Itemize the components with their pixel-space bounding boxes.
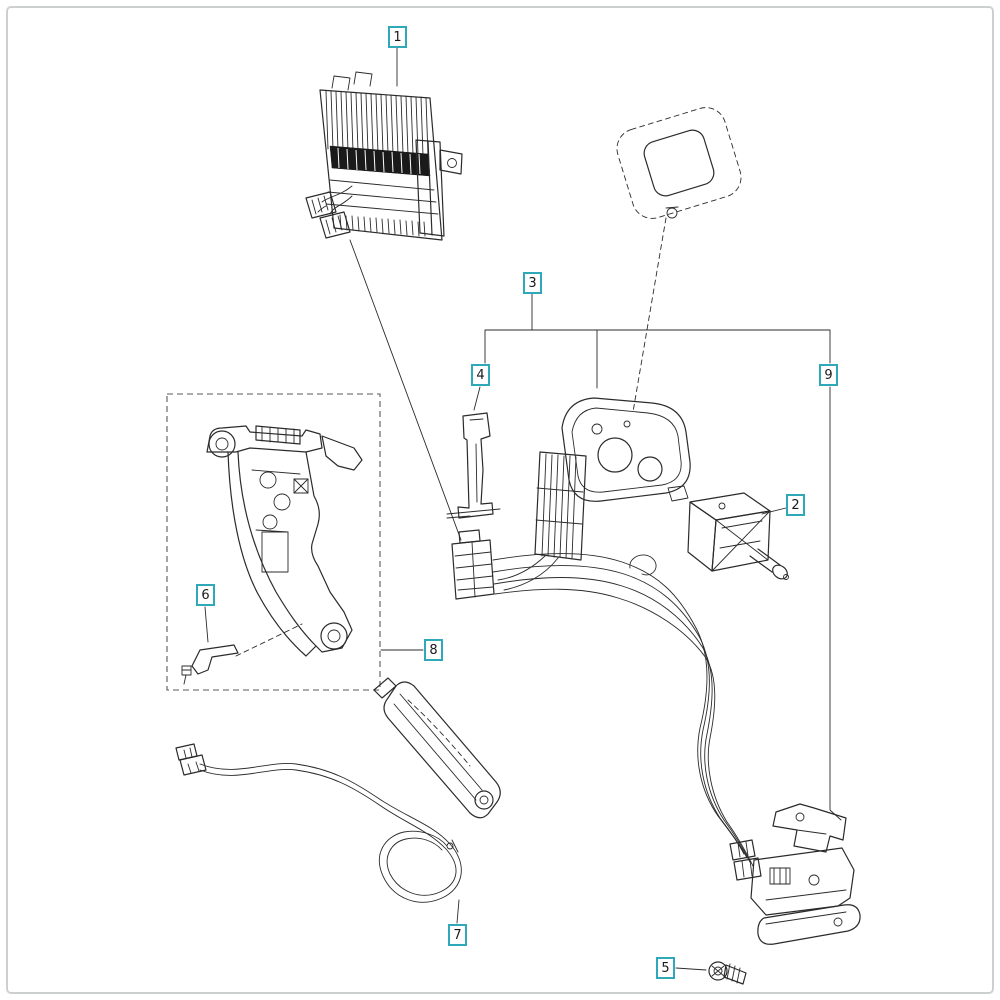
part-callout-9: 9 [819, 364, 838, 386]
part-9-trigger-assembly [729, 803, 861, 945]
part-3-keypad [497, 397, 691, 591]
part-callout-6: 6 [196, 584, 215, 606]
callout-leader-lines [204, 47, 842, 971]
callout-number: 9 [824, 367, 833, 383]
part-1-control-module [305, 71, 463, 241]
part-callout-4: 4 [471, 364, 490, 386]
part-callout-1: 1 [388, 26, 407, 48]
wiring-harness [492, 553, 754, 867]
part-7-wire [175, 743, 462, 903]
callout-number: 5 [661, 960, 670, 976]
part-gasket-membrane [616, 107, 742, 219]
part-callout-3: 3 [523, 272, 542, 294]
callout-number: 6 [201, 587, 210, 603]
part-5-screw [708, 961, 747, 985]
part-4-clip [446, 412, 501, 519]
part-callout-7: 7 [448, 924, 467, 946]
part-callout-2: 2 [786, 494, 805, 516]
connector-row [329, 145, 431, 177]
callout-number: 1 [393, 29, 402, 45]
callout-number: 2 [791, 497, 800, 513]
bracket-part [206, 425, 363, 657]
callout-number: 7 [453, 927, 462, 943]
harness-connector [451, 529, 495, 600]
part-callout-5: 5 [656, 957, 675, 979]
part-callout-8: 8 [424, 639, 443, 661]
lever-housing-part [373, 677, 501, 819]
callout-number: 3 [528, 275, 537, 291]
part-2-switch [687, 492, 789, 580]
callout-number: 8 [429, 642, 438, 658]
wire-plug [319, 211, 351, 239]
group-box [166, 393, 381, 691]
part-6-clip [181, 644, 239, 685]
wire-plug [305, 191, 337, 219]
callout-number: 4 [476, 367, 485, 383]
part-8-group [166, 393, 381, 691]
